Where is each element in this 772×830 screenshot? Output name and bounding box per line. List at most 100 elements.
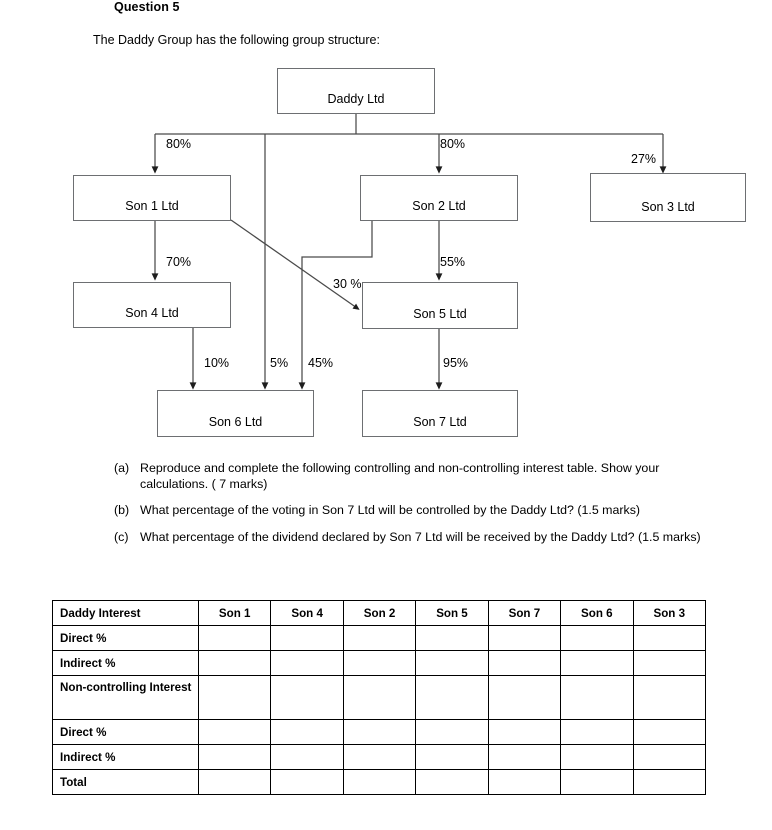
edge-label-daddy-son6: 5% [270,356,289,370]
table-cell[interactable] [270,625,344,651]
subquestion-text: What percentage of the dividend declared… [140,529,701,544]
table-cell[interactable] [342,625,417,651]
table-cell[interactable] [632,675,707,720]
table-cell[interactable] [197,719,272,745]
node-label: Son 6 Ltd [208,415,263,429]
table-header-son-2: Son 2 [342,600,417,626]
subquestion-text: Reproduce and complete the following con… [140,461,660,491]
table-cell[interactable] [632,625,707,651]
node-son-1-ltd: Son 1 Ltd [73,175,231,221]
table-cell[interactable] [560,744,634,770]
table-cell[interactable] [342,744,417,770]
table-cell[interactable] [487,769,562,795]
node-label: Son 5 Ltd [413,307,467,321]
table-row: Direct % [52,625,707,651]
subquestion-c: (c) What percentage of the dividend decl… [114,530,714,546]
node-son-2-ltd: Son 2 Ltd [360,175,518,221]
table-header-daddy-interest: Daddy Interest [52,600,199,626]
node-label: Son 1 Ltd [125,199,179,213]
table-cell[interactable] [415,744,489,770]
diagram-connector-lines [151,113,667,390]
table-cell[interactable] [342,675,417,720]
node-son-5-ltd: Son 5 Ltd [362,282,518,329]
subquestion-marker: (c) [114,529,129,544]
table-cell[interactable] [197,769,272,795]
controlling-interest-table: Daddy Interest Son 1 Son 4 Son 2 Son 5 S… [52,600,707,795]
table-cell[interactable] [560,675,634,720]
table-cell[interactable] [560,625,634,651]
group-structure-diagram: Daddy Ltd Son 1 Ltd Son 2 Ltd Son 3 Ltd … [73,68,746,437]
table-header-son-6: Son 6 [560,600,634,626]
node-son-6-ltd: Son 6 Ltd [157,390,314,437]
table-cell[interactable] [197,625,272,651]
edge-label-son1-son5: 30 % [333,277,362,291]
table-cell[interactable] [270,675,344,720]
table-row: Total [52,769,707,795]
table-cell[interactable] [560,719,634,745]
table-cell[interactable] [415,625,489,651]
table-cell[interactable] [415,769,489,795]
row-label: Indirect % [52,744,199,770]
table-cell[interactable] [487,625,562,651]
table-cell[interactable] [415,675,489,720]
edge-label-daddy-son1: 80% [166,137,192,151]
table-cell[interactable] [632,650,707,676]
table-cell[interactable] [270,719,344,745]
table-header-son-5: Son 5 [415,600,489,626]
row-label: Indirect % [52,650,199,676]
subquestion-list: (a) Reproduce and complete the following… [114,461,714,556]
row-label: Direct % [52,719,199,745]
node-son-7-ltd: Son 7 Ltd [362,390,518,437]
edge-label-son2-son5: 55% [440,255,466,269]
table-cell[interactable] [560,769,634,795]
node-label: Son 4 Ltd [125,306,179,320]
table-cell[interactable] [487,719,562,745]
row-label: Direct % [52,625,199,651]
table-header-son-3: Son 3 [632,600,707,626]
table-cell[interactable] [197,675,272,720]
node-son-4-ltd: Son 4 Ltd [73,282,231,328]
node-label: Daddy Ltd [327,92,385,106]
table-row: Direct % [52,719,707,745]
table-cell[interactable] [487,744,562,770]
table-cell[interactable] [342,769,417,795]
table-cell[interactable] [197,744,272,770]
table-cell[interactable] [632,744,707,770]
table-cell[interactable] [415,719,489,745]
table-cell[interactable] [342,650,417,676]
edge-label-daddy-son2: 80% [440,137,466,151]
row-label: Non-controlling Interest [52,675,199,720]
subquestion-b: (b) What percentage of the voting in Son… [114,503,714,519]
table-cell[interactable] [197,650,272,676]
subquestion-marker: (a) [114,461,130,475]
table-header-son-7: Son 7 [487,600,562,626]
table-cell[interactable] [270,769,344,795]
table-row: Indirect % [52,744,707,770]
table-header-son-1: Son 1 [197,600,272,626]
table-cell[interactable] [487,675,562,720]
edge-label-son2-son6: 45% [308,356,334,370]
table-cell[interactable] [270,744,344,770]
node-daddy-ltd: Daddy Ltd [277,68,435,114]
node-label: Son 7 Ltd [413,415,467,429]
table-cell[interactable] [560,650,634,676]
node-label: Son 2 Ltd [412,199,466,213]
table-cell[interactable] [342,719,417,745]
subquestion-marker: (b) [114,503,130,518]
edge-label-son4-son6: 10% [204,356,230,370]
table-cell[interactable] [270,650,344,676]
intro-text: The Daddy Group has the following group … [93,33,380,47]
edge-label-son1-son4: 70% [166,255,192,269]
edge-label-daddy-son3: 27% [631,152,657,166]
table-cell[interactable] [632,769,707,795]
node-label: Son 3 Ltd [641,200,695,214]
page-title: Question 5 [114,0,180,14]
row-label: Total [52,769,199,795]
subquestion-a: (a) Reproduce and complete the following… [114,461,714,492]
subquestion-text: What percentage of the voting in Son 7 L… [140,503,641,518]
table-cell[interactable] [487,650,562,676]
table-header-row: Daddy Interest Son 1 Son 4 Son 2 Son 5 S… [52,600,707,626]
table-cell[interactable] [415,650,489,676]
table-cell[interactable] [632,719,707,745]
table-row: Indirect % [52,650,707,676]
